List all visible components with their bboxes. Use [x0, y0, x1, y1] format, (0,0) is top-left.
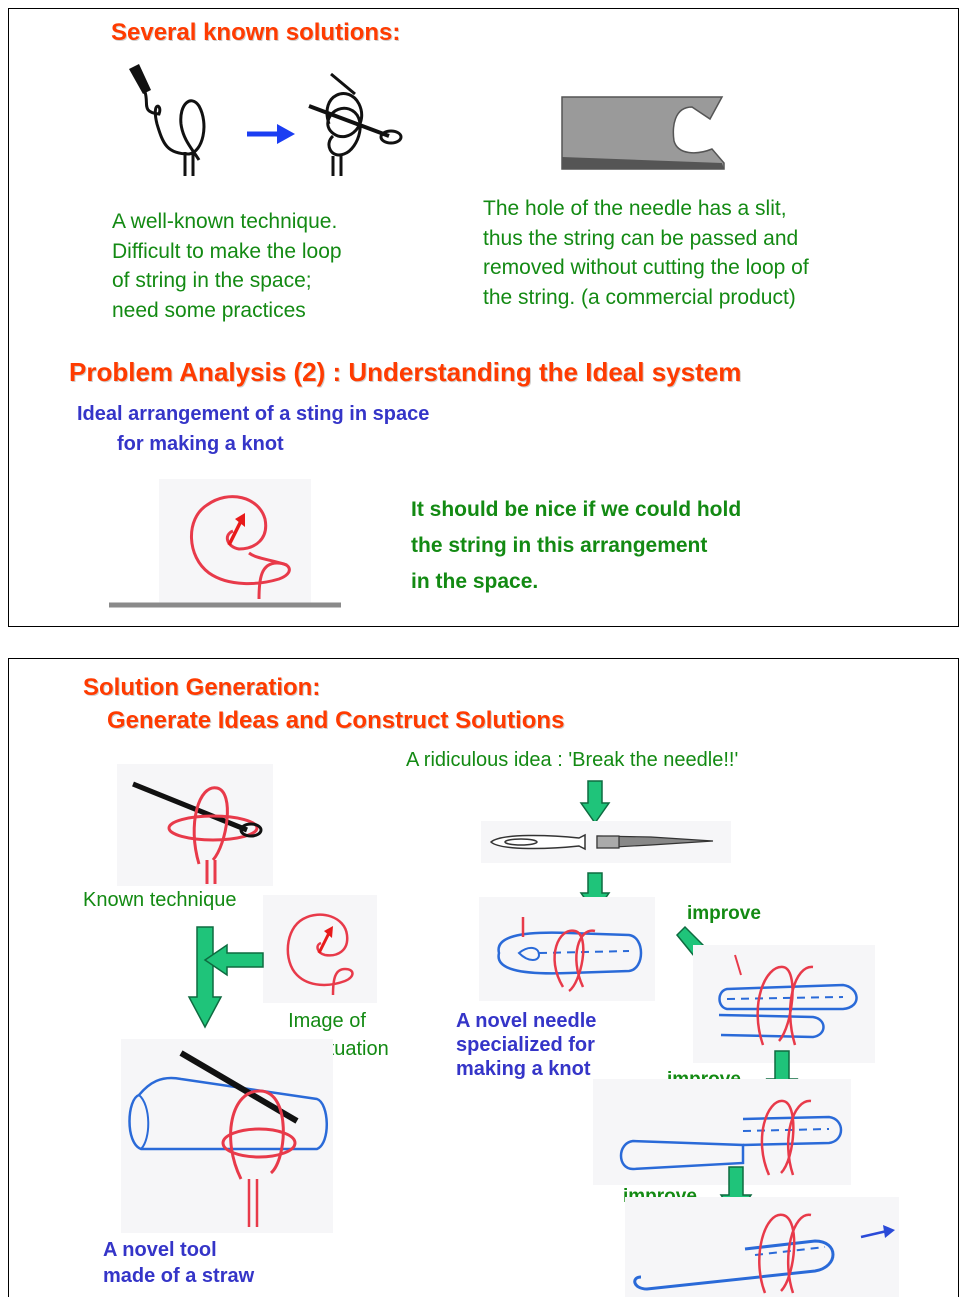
slit-needle-sketch — [561, 96, 725, 170]
text-line: the string in this arrangement — [411, 534, 708, 557]
text-line: for making a knot — [117, 433, 284, 455]
left-arrow — [203, 943, 264, 977]
needle-threading-sketch — [129, 64, 403, 176]
known-solutions-panel: Several known solutions: A well-known te… — [8, 8, 959, 627]
novel-needle-label: A novel needle specialized for making a … — [456, 1009, 596, 1081]
problem-analysis-heading: Problem Analysis (2) : Understanding the… — [69, 357, 742, 387]
ideal-arrangement-subheading: Ideal arrangement of a sting in space fo… — [77, 399, 429, 459]
text-line: the string. (a commercial product) — [483, 285, 796, 309]
solution-generation-heading: Solution Generation: Generate Ideas and … — [83, 671, 564, 737]
ridiculous-idea-label: A ridiculous idea : 'Break the needle!!' — [406, 749, 739, 771]
improved-needle-2-sketch — [619, 1099, 843, 1176]
known-technique-description: A well-known technique. Difficult to mak… — [112, 207, 342, 325]
novel-needle-sketch — [497, 917, 643, 993]
broken-needle-sketch — [489, 833, 714, 851]
text-line: It should be nice if we could hold — [411, 498, 742, 521]
straw-tool-sketch — [128, 1050, 328, 1227]
text-line: A novel tool — [103, 1239, 217, 1261]
ideal-string-sketch — [109, 495, 341, 608]
text-line: need some practices — [112, 298, 306, 322]
text-line: of string in the space; — [112, 269, 312, 292]
ideal-situation-sketch — [286, 913, 354, 996]
text-line: Image of — [288, 1010, 366, 1032]
text-line: removed without cutting the loop of — [483, 256, 809, 279]
text-line: making a knot — [456, 1058, 591, 1080]
ideal-wish-text: It should be nice if we could hold the s… — [411, 492, 741, 600]
ideal-arrangement-image-bg — [159, 479, 311, 607]
improved-needle-2-image-bg — [593, 1079, 851, 1185]
known-technique-sketch — [132, 781, 263, 884]
text-line: A well-known technique. — [112, 210, 338, 233]
solution-generation-panel: Solution Generation: Generate Ideas and … — [8, 658, 959, 1297]
known-technique-label: Known technique — [83, 889, 237, 911]
text-line: A novel needle — [456, 1010, 597, 1032]
novel-needle-image-bg — [479, 897, 655, 1001]
improve-label-1: improve — [687, 903, 761, 924]
text-line: Generate Ideas and Construct Solutions — [107, 707, 565, 734]
text-line: made of a straw — [103, 1265, 255, 1287]
improved-needle-3-sketch — [633, 1213, 895, 1294]
text-line: Solution Generation: — [83, 674, 321, 701]
text-line: in the space. — [411, 570, 539, 593]
text-line: Difficult to make the loop — [112, 239, 342, 263]
slit-needle-description: The hole of the needle has a slit, thus … — [483, 194, 809, 312]
down-arrow — [579, 780, 611, 825]
known-solutions-heading: Several known solutions: — [111, 19, 401, 46]
improved-needle-1-sketch — [718, 954, 858, 1046]
text-line: The hole of the needle has a slit, — [483, 197, 787, 220]
improved-needle-1-image-bg — [693, 945, 875, 1063]
novel-tool-label: A novel tool made of a straw — [103, 1237, 254, 1289]
text-line: thus the string can be passed and — [483, 226, 799, 250]
text-line: specialized for — [456, 1034, 595, 1056]
down-arrow — [187, 926, 223, 1029]
text-line: Ideal arrangement of a sting in space — [77, 403, 430, 425]
